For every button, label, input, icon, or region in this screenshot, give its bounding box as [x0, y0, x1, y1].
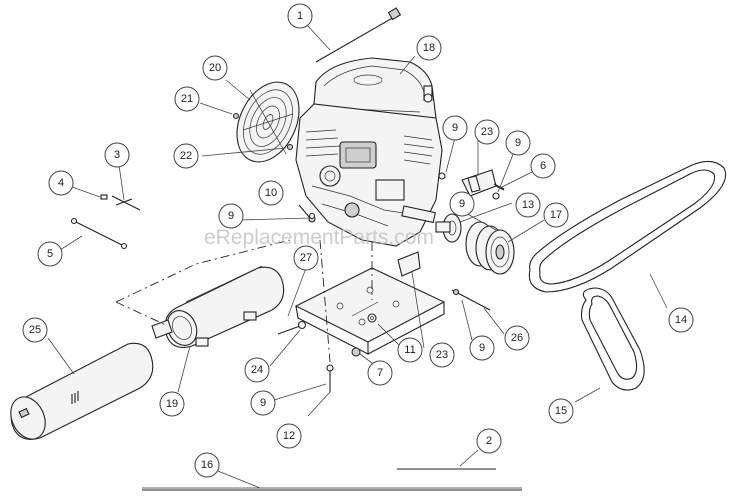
svg-text:18: 18 [423, 42, 435, 54]
svg-text:21: 21 [181, 93, 193, 105]
svg-text:23: 23 [481, 126, 493, 138]
part-bolt-1 [315, 7, 402, 63]
callout-24: 24 [244, 357, 270, 383]
callout-5: 5 [37, 241, 63, 267]
svg-text:10: 10 [265, 187, 277, 199]
part-belt-14 [528, 160, 727, 293]
part-bracket-23-upper [461, 169, 505, 197]
callout-9-a: 9 [442, 115, 468, 141]
svg-text:13: 13 [522, 199, 534, 211]
callout-4: 4 [48, 170, 74, 196]
callout-20: 20 [202, 55, 228, 81]
callout-23-upper: 23 [474, 119, 500, 145]
svg-text:9: 9 [452, 122, 458, 134]
part-pulley-17 [465, 221, 515, 275]
callout-17: 17 [543, 202, 569, 228]
part-washer-9-b [492, 192, 500, 200]
svg-text:9: 9 [479, 342, 485, 354]
svg-text:6: 6 [540, 160, 546, 172]
part-muffler-19 [151, 265, 285, 349]
part-fan-guard-20 [236, 81, 300, 163]
part-washer-4 [100, 194, 108, 200]
callout-9-b: 9 [505, 130, 531, 156]
callout-9-d: 9 [469, 335, 495, 361]
part-screw-7 [351, 347, 361, 357]
part-rod-5 [70, 217, 128, 250]
part-washer-9-a [438, 172, 446, 180]
callout-2: 2 [476, 428, 502, 454]
callout-15: 15 [548, 398, 574, 424]
shield-vent-slots [71, 391, 79, 404]
callout-9-c: 9 [218, 203, 244, 229]
callout-25: 25 [22, 317, 48, 343]
svg-text:15: 15 [555, 405, 567, 417]
part-bolt-24 [277, 320, 307, 335]
part-base-plate [294, 267, 446, 355]
svg-text:27: 27 [300, 252, 312, 264]
callout-11: 11 [397, 337, 423, 363]
part-shield-25 [10, 342, 154, 440]
svg-text:9: 9 [260, 397, 266, 409]
part-bracket-23-lower [397, 251, 421, 277]
svg-text:9: 9 [459, 198, 465, 210]
part-rod-16 [142, 487, 522, 491]
svg-text:20: 20 [209, 62, 221, 74]
callout-23-lower: 23 [429, 342, 455, 368]
svg-text:14: 14 [675, 314, 687, 326]
part-washer-11 [367, 313, 377, 323]
callout-1: 1 [287, 3, 313, 29]
svg-text:22: 22 [180, 150, 192, 162]
part-bolt-26 [451, 288, 491, 311]
callout-27: 27 [293, 245, 319, 271]
callout-21: 21 [174, 86, 200, 112]
watermark-text: eReplacementParts.com [204, 226, 434, 249]
part-key-6 [493, 183, 505, 190]
svg-text:26: 26 [511, 332, 523, 344]
svg-text:5: 5 [47, 248, 53, 260]
callout-13: 13 [515, 192, 541, 218]
svg-text:7: 7 [377, 367, 383, 379]
part-centerline-27 [319, 239, 373, 363]
svg-text:4: 4 [58, 177, 64, 189]
part-screw-22 [286, 143, 294, 151]
callout-10: 10 [258, 180, 284, 206]
svg-text:9: 9 [515, 137, 521, 149]
svg-text:23: 23 [436, 349, 448, 361]
svg-text:2: 2 [486, 435, 492, 447]
callout-16: 16 [194, 452, 220, 478]
part-bolt-12 [326, 364, 334, 392]
svg-text:12: 12 [283, 430, 295, 442]
svg-text:16: 16 [201, 459, 213, 471]
callout-7: 7 [367, 360, 393, 386]
part-clip-3 [111, 195, 141, 211]
callout-26: 26 [504, 325, 530, 351]
callout-19: 19 [159, 391, 185, 417]
callout-12: 12 [276, 423, 302, 449]
callout-14: 14 [668, 307, 694, 333]
svg-text:11: 11 [404, 344, 415, 356]
part-washer-9-c [308, 212, 316, 220]
exhaust-routing-dashes [115, 239, 291, 327]
callout-9-f: 9 [449, 191, 475, 217]
part-engine-18 [295, 57, 443, 247]
svg-text:3: 3 [114, 149, 120, 161]
part-screw-21 [232, 112, 240, 120]
callout-9-e: 9 [250, 390, 276, 416]
callout-3: 3 [104, 142, 130, 168]
svg-text:17: 17 [550, 209, 562, 221]
svg-text:9: 9 [228, 210, 234, 222]
callout-6: 6 [530, 153, 556, 179]
svg-text:24: 24 [251, 364, 263, 376]
svg-text:1: 1 [297, 10, 303, 22]
svg-text:25: 25 [29, 324, 41, 336]
callout-18: 18 [416, 35, 442, 61]
svg-text:19: 19 [166, 398, 178, 410]
callout-22: 22 [173, 143, 199, 169]
part-hub-13 [435, 213, 462, 243]
part-belt-15 [580, 287, 645, 391]
leader-lines [47, 23, 668, 489]
